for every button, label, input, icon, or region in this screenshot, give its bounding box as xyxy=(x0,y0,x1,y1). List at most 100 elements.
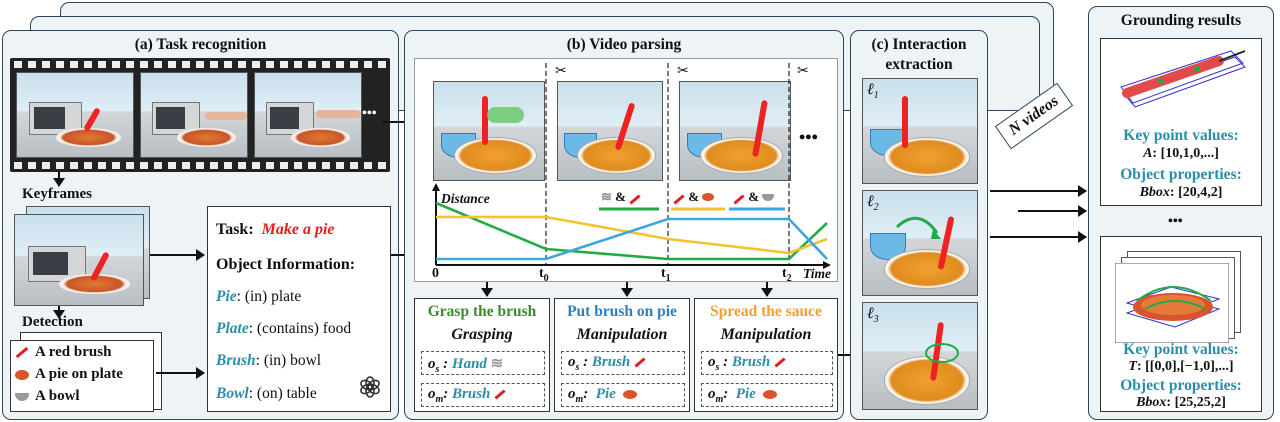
pie-icon xyxy=(763,390,778,400)
keyframes-label: Keyframes xyxy=(22,186,92,202)
red-brush-icon xyxy=(15,346,29,359)
red-brush-icon xyxy=(634,357,646,368)
step-type: Grasping xyxy=(451,326,513,343)
arrow-to-step-1 xyxy=(481,282,493,297)
panel-title: (b) Video parsing xyxy=(566,36,682,53)
interaction-label: ℓ1 xyxy=(867,81,879,102)
object-info-heading: Object Information: xyxy=(216,256,356,273)
panel-title-line2: extraction xyxy=(885,56,953,73)
step-card-grasp: Grasp the brush Grasping os : Hand ≋ om:… xyxy=(414,298,550,412)
distance-plot xyxy=(432,63,831,269)
red-brush-icon xyxy=(733,194,745,205)
red-brush-icon xyxy=(494,389,506,400)
segment-frame-2 xyxy=(557,81,663,181)
object-row: Bowl: (on) table xyxy=(216,385,317,402)
panel-title-line1: (c) Interaction xyxy=(871,36,967,53)
brush-bbox-icon xyxy=(1120,50,1246,108)
step-action: Spread the sauce xyxy=(710,303,822,320)
tick-label: 0 xyxy=(432,266,439,281)
bowl-icon xyxy=(15,392,29,401)
arrow-keyframe-to-task xyxy=(150,249,205,261)
pair-icons: & xyxy=(673,189,715,205)
interaction-frame-2: ℓ2 xyxy=(862,190,978,296)
x-axis-label: Time xyxy=(803,266,831,281)
blue-series-line xyxy=(436,217,828,261)
filmstrip: ••• xyxy=(10,58,390,172)
object-row: Brush: (in) bowl xyxy=(216,352,322,369)
film-holes-bottom xyxy=(14,162,386,169)
timeline-area: ••• ✂ ✂ ✂ Distance Time 0 t0 t1 t2 ≋ & &… xyxy=(414,58,838,284)
key-point-label: Key point values: xyxy=(1123,341,1239,358)
segment-frame-1 xyxy=(433,81,545,181)
bowl-icon xyxy=(762,194,775,201)
interaction-frame-3: ℓ3 xyxy=(862,302,978,410)
film-ellipsis: ••• xyxy=(362,106,377,121)
task-line: Task: Make a pie xyxy=(216,221,335,238)
pie-icon xyxy=(623,390,638,400)
hand-icon: ≋ xyxy=(601,189,612,204)
keyframe-front xyxy=(14,214,144,306)
detection-list: A red brush A pie on plate A bowl xyxy=(10,340,154,412)
step-type: Manipulation xyxy=(576,326,668,343)
subject-slot: os : Hand ≋ xyxy=(421,351,545,375)
tick-label: t1 xyxy=(661,266,671,284)
grounding-card-1: Key point values: A: [10,1,0,...] Object… xyxy=(1100,38,1262,206)
tick-label: t0 xyxy=(539,266,549,284)
object-row: Pie: (in) plate xyxy=(216,288,302,305)
key-point-value: T: [[0,0],[−1,0],...] xyxy=(1128,359,1234,374)
grounding-ellipsis: ••• xyxy=(1168,214,1183,229)
motion-circle-icon xyxy=(925,343,959,363)
task-box: Task: Make a pie Object Information: Pie… xyxy=(207,206,391,412)
film-frame-2 xyxy=(140,72,248,158)
detection-item-pie: A pie on plate xyxy=(15,366,123,383)
segment-frame-3 xyxy=(679,81,791,181)
object-properties-label: Object properties: xyxy=(1120,377,1242,394)
step-card-spread: Spread the sauce Manipulation os : Brush… xyxy=(694,298,838,412)
hand-icon: ≋ xyxy=(490,356,504,372)
object-properties-value: Bbox: [25,25,2] xyxy=(1136,395,1226,410)
detection-item-bowl: A bowl xyxy=(15,388,80,405)
tick-label: t2 xyxy=(782,266,792,284)
key-point-value: A: [10,1,0,...] xyxy=(1143,146,1219,161)
interaction-frame-1: ℓ1 xyxy=(862,78,978,184)
arrow-to-grounding xyxy=(1018,205,1087,217)
scissors-icon: ✂ xyxy=(677,64,689,79)
film-holes-top xyxy=(14,61,386,68)
red-brush-icon xyxy=(774,357,786,368)
y-axis-label: Distance xyxy=(441,191,490,206)
step-type: Manipulation xyxy=(720,326,812,343)
arrow-to-step-2 xyxy=(621,282,633,297)
interaction-label: ℓ2 xyxy=(867,193,879,214)
subject-slot: os : Brush xyxy=(701,351,833,375)
step-card-put: Put brush on pie Manipulation os : Brush… xyxy=(554,298,690,412)
red-brush-icon xyxy=(673,194,685,205)
arrow-to-keyframes xyxy=(53,172,65,187)
motion-arrow-icon xyxy=(895,216,941,239)
arrow-to-detection xyxy=(53,306,65,319)
detection-label: Detection xyxy=(22,314,83,330)
panel-title: Grounding results xyxy=(1120,12,1242,29)
film-frame-3 xyxy=(254,72,362,158)
pie-icon xyxy=(15,369,29,380)
scissors-icon: ✂ xyxy=(797,64,809,79)
object-slot: om: Pie xyxy=(701,383,833,407)
key-point-label: Key point values: xyxy=(1123,127,1239,144)
film-frame-1 xyxy=(16,72,134,158)
task-value: Make a pie xyxy=(261,221,335,238)
red-brush-icon xyxy=(629,194,641,205)
step-action: Put brush on pie xyxy=(567,303,677,320)
object-row: Plate: (contains) food xyxy=(216,320,352,337)
grounding-card-2: Key point values: T: [[0,0],[−1,0],...] … xyxy=(1100,236,1262,412)
arrow-detection-to-task xyxy=(156,367,205,379)
pie-bbox-icon xyxy=(1115,263,1229,343)
subject-slot: os : Brush xyxy=(561,351,685,375)
pie-icon xyxy=(702,193,715,201)
arrow-to-grounding xyxy=(990,185,1087,197)
pair-icons: & xyxy=(733,189,775,205)
panel-title: (a) Task recognition xyxy=(134,36,267,53)
object-slot: om: Brush xyxy=(421,383,545,407)
arrow-to-grounding xyxy=(990,231,1087,243)
object-properties-value: Bbox: [20,4,2] xyxy=(1139,185,1223,200)
segment-ellipsis: ••• xyxy=(799,127,818,147)
scissors-icon: ✂ xyxy=(555,64,567,79)
